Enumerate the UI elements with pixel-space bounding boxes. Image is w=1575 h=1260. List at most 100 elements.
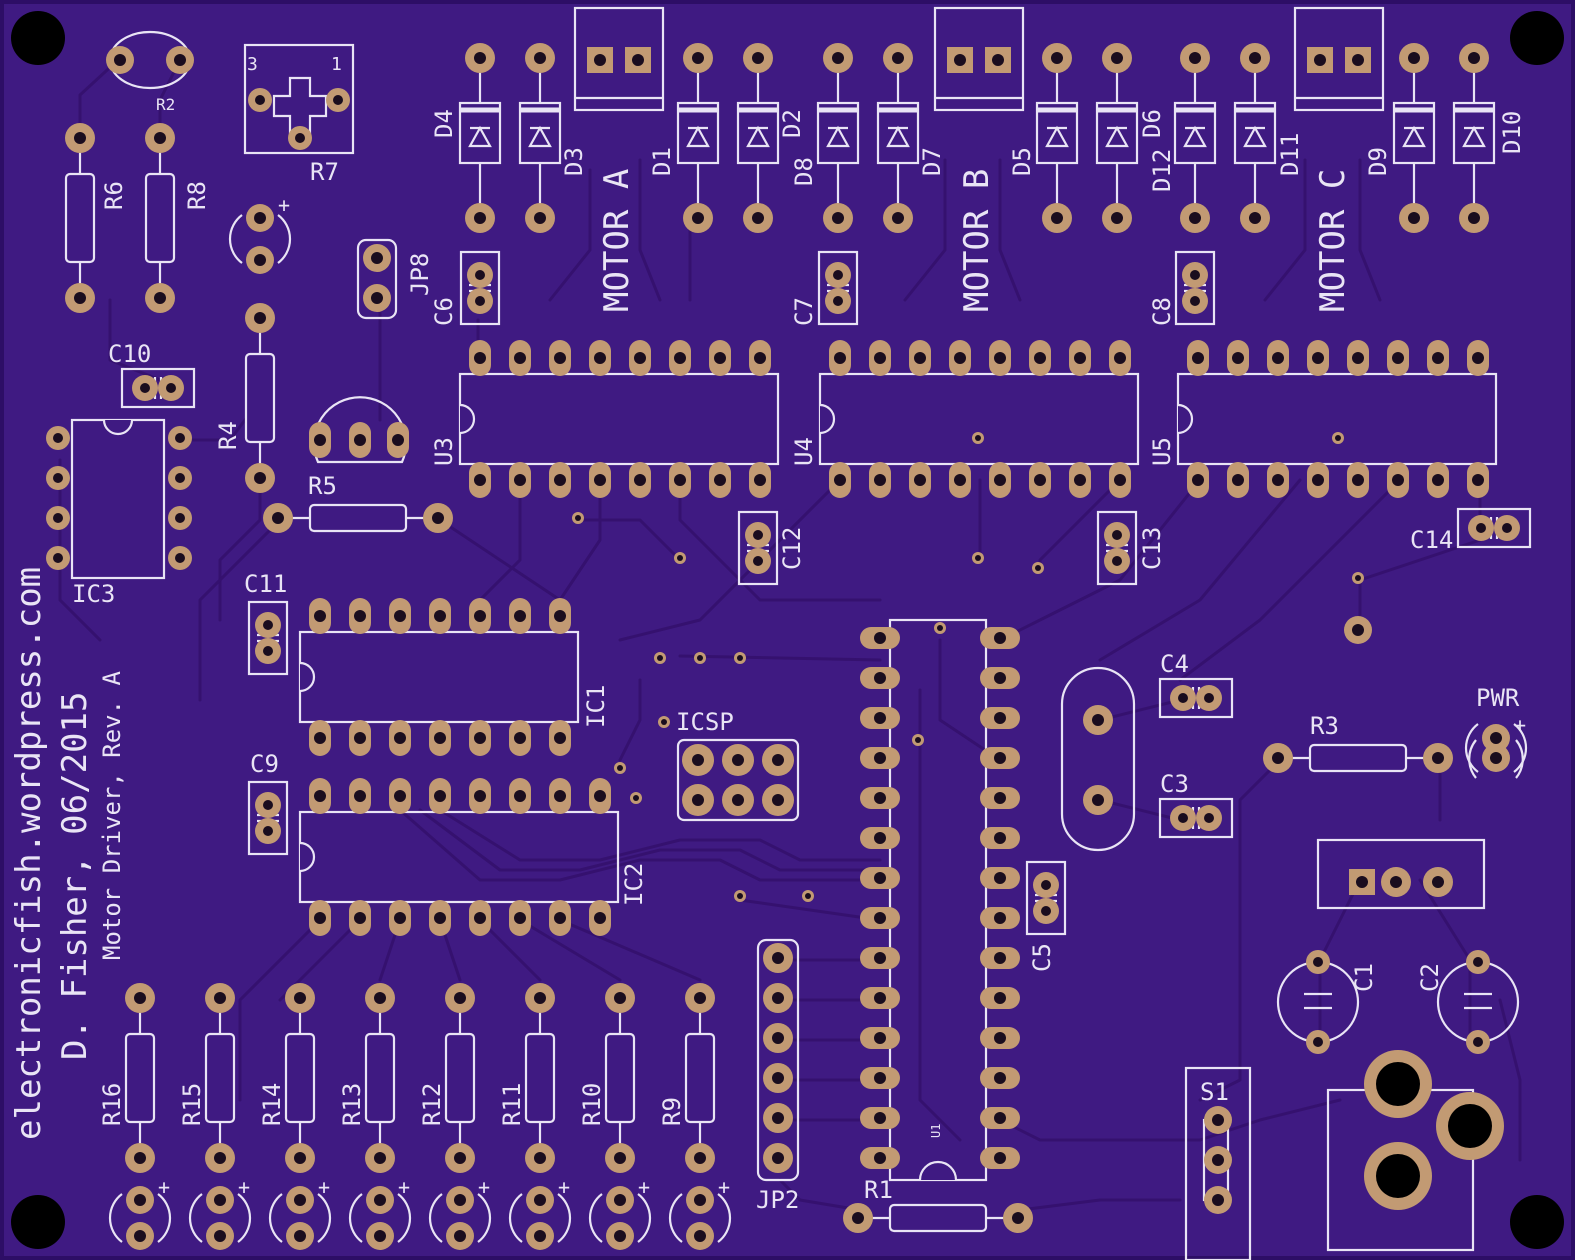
drill-hole (534, 1194, 546, 1206)
label-c4: C4 (1160, 650, 1189, 678)
drill-hole (994, 1032, 1006, 1044)
label-ic2: IC2 (620, 863, 648, 906)
drill-hole (263, 646, 273, 656)
diode-body (1233, 101, 1277, 165)
resistor-body (684, 1032, 716, 1124)
drill-hole (834, 352, 846, 364)
resistor-body (524, 1032, 556, 1124)
drill-hole (1192, 474, 1204, 486)
drill-hole (892, 52, 904, 64)
ic-notch (1177, 403, 1194, 435)
drill-hole (314, 912, 326, 924)
cap-outline (817, 250, 859, 326)
drill-hole (166, 383, 176, 393)
drill-hole (994, 832, 1006, 844)
drill-hole (371, 292, 383, 304)
drill-hole (1352, 54, 1364, 66)
drill-hole (1232, 352, 1244, 364)
label-c7: C7 (790, 297, 818, 326)
drill-hole (914, 474, 926, 486)
drill-hole (454, 1194, 466, 1206)
drill-hole (214, 1194, 226, 1206)
drill-hole (694, 1194, 706, 1206)
diode-symbol (528, 125, 552, 148)
drill-hole (254, 472, 266, 484)
drill-hole (454, 992, 466, 1004)
resistor-body (444, 1032, 476, 1124)
drill-hole (1502, 523, 1512, 533)
drill-hole (434, 610, 446, 622)
drill-hole (694, 992, 706, 1004)
mounting-hole-top-right (1510, 11, 1564, 65)
drill-hole (1314, 54, 1326, 66)
drill-hole (1390, 876, 1402, 888)
drill-hole (134, 1230, 146, 1242)
drill-hole (1476, 523, 1486, 533)
drill-hole (772, 952, 784, 964)
crystal-outline (1060, 666, 1136, 852)
drill-hole (474, 790, 486, 802)
drill-hole (772, 1152, 784, 1164)
cap-outline (1456, 507, 1532, 549)
label-r12: R12 (418, 1083, 446, 1126)
drill-hole (992, 54, 1004, 66)
drill-hole (994, 672, 1006, 684)
drill-hole (1249, 212, 1261, 224)
drill-hole (140, 383, 150, 393)
drill-hole (594, 912, 606, 924)
diode-symbol (1462, 125, 1486, 148)
diode-body (518, 101, 562, 165)
icsp-outline (676, 738, 800, 822)
drill-hole (294, 992, 306, 1004)
drill-hole (874, 832, 886, 844)
drill-hole (254, 312, 266, 324)
cap-outline (1025, 860, 1067, 936)
drill-hole (994, 1152, 1006, 1164)
drill-hole (534, 1152, 546, 1164)
drill-hole (474, 912, 486, 924)
diode-body (676, 101, 720, 165)
via-hole (661, 719, 667, 725)
drill-hole (994, 352, 1006, 364)
label-d7: D7 (918, 147, 946, 176)
via-hole (697, 655, 703, 661)
drill-hole (692, 212, 704, 224)
drill-hole (1352, 474, 1364, 486)
drill-hole (1392, 474, 1404, 486)
led-outline (1513, 723, 1528, 773)
cap-outline (459, 250, 501, 326)
drill-hole (1472, 352, 1484, 364)
label-ic3: IC3 (72, 580, 115, 608)
drill-hole (994, 792, 1006, 804)
label-r4: R4 (214, 421, 242, 450)
label-r3: R3 (1310, 712, 1339, 740)
drill-hole (692, 794, 704, 806)
motor-b-label: MOTOR B (957, 169, 997, 312)
drill-hole (1249, 52, 1261, 64)
drill-hole (954, 474, 966, 486)
drill-hole (874, 912, 886, 924)
motor-terminal-outline (933, 6, 1025, 112)
drill-hole (474, 610, 486, 622)
drill-hole (1111, 212, 1123, 224)
ic-notch (819, 403, 836, 435)
drill-hole (1272, 474, 1284, 486)
drill-hole (514, 610, 526, 622)
drill-hole (175, 553, 185, 563)
label-c1: C1 (1350, 963, 1378, 992)
drill-hole (1111, 52, 1123, 64)
diode-body (1035, 101, 1079, 165)
motor-labels: MOTOR A MOTOR B MOTOR C 3 1 (247, 54, 1353, 312)
label-r2: R2 (156, 95, 175, 114)
led-outline (228, 214, 243, 264)
drill-hole (752, 52, 764, 64)
label-r8: R8 (183, 181, 211, 210)
drill-hole (474, 732, 486, 744)
led-outline (188, 1193, 203, 1243)
label-c3: C3 (1160, 770, 1189, 798)
drill-hole (314, 434, 326, 446)
drill-hole (53, 513, 63, 523)
drill-hole (475, 296, 485, 306)
drill-hole (1313, 957, 1323, 967)
cap-outline (1096, 510, 1138, 586)
